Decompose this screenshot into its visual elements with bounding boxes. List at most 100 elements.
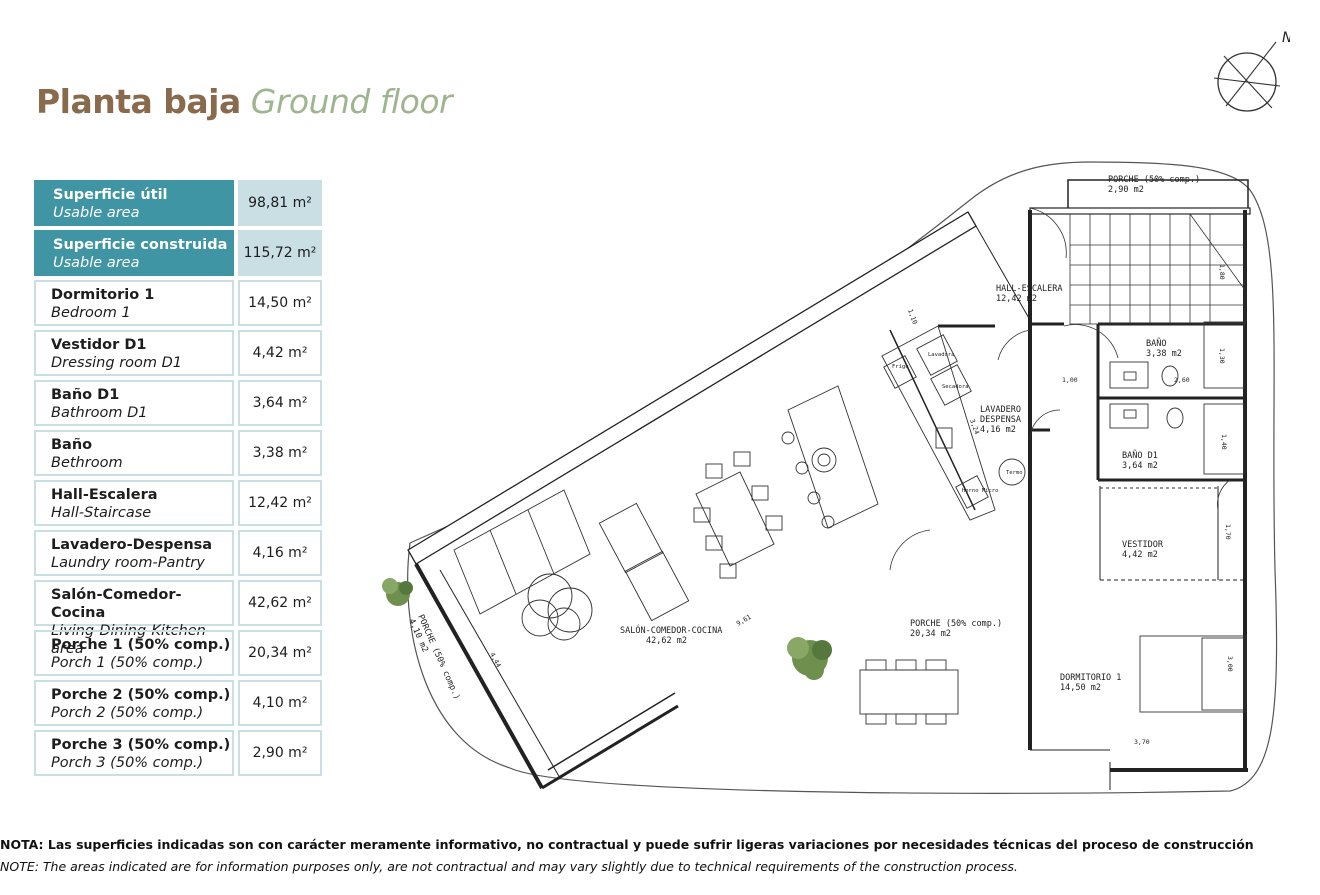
exterior-walls [407,211,1031,790]
area-label-es: Porche 2 (50% comp.) [51,687,231,703]
svg-text:Secadora: Secadora [942,384,969,390]
area-value: 4,16 m² [238,530,322,576]
svg-text:DESPENSA: DESPENSA [980,415,1021,425]
area-row: Porche 1 (50% comp.) Porch 1 (50% comp.) 2… [34,630,324,676]
area-label: Porche 1 (50% comp.) Porch 1 (50% comp.) [34,630,234,676]
area-value: 4,42 m² [238,330,322,376]
right-block-walls [938,179,1251,790]
compass-north-label: N [1282,30,1290,46]
note-spanish: NOTA: Las superficies indicadas son con … [0,837,1254,852]
svg-text:LAVADERO: LAVADERO [980,405,1021,415]
furniture [453,451,1247,725]
footer-notes: NOTA: Las superficies indicadas son con … [0,834,1320,878]
area-value: 20,34 m² [238,630,322,676]
area-value: 42,62 m² [238,580,322,626]
area-label-es: Dormitorio 1 [51,287,155,303]
svg-text:4,16 m2: 4,16 m2 [980,425,1016,435]
svg-text:3,00: 3,00 [1226,656,1234,672]
area-label-es: Superficie construida [53,237,228,253]
area-label-en: Porch 1 (50% comp.) [51,655,204,671]
doors [889,207,1231,571]
svg-text:PORCHE (50% comp.): PORCHE (50% comp.) [1108,175,1200,185]
area-row: Vestidor D1 Dressing room D1 4,42 m² [34,330,324,376]
area-label-es: Vestidor D1 [51,337,147,353]
bathroom-fixtures [1109,321,1245,475]
area-label: Baño D1 Bathroom D1 [34,380,234,426]
svg-text:4,44: 4,44 [488,651,502,669]
svg-text:1,00: 1,00 [1062,376,1078,384]
area-label-es: Baño D1 [51,387,120,403]
area-label-es: Baño [51,437,93,453]
plant-icon [382,578,832,680]
svg-text:DORMITORIO 1: DORMITORIO 1 [1060,673,1121,683]
svg-text:BAÑO: BAÑO [1146,338,1166,349]
area-label-es: Superficie útil [53,187,168,203]
area-row: Baño D1 Bathroom D1 3,64 m² [34,380,324,426]
title-english: Ground floor [250,82,453,121]
area-row: Porche 3 (50% comp.) Porch 3 (50% comp.) 2… [34,730,324,776]
area-label: Porche 2 (50% comp.)Porch 2 (50% comp.) [34,680,234,726]
title-spanish: Planta baja [36,82,241,121]
area-label-en: Bethroom [51,455,123,471]
area-label-es: Porche 1 (50% comp.) [51,637,231,653]
area-value: 2,90 m² [238,730,322,776]
svg-text:2,60: 2,60 [1174,376,1190,384]
svg-text:1,40: 1,40 [1220,434,1228,450]
svg-text:VESTIDOR: VESTIDOR [1122,540,1164,550]
area-label-en: Dressing room D1 [51,355,183,371]
svg-text:1,10: 1,10 [906,308,919,326]
area-label-en: Usable area [53,205,140,221]
area-value: 3,64 m² [238,380,322,426]
svg-text:1,30: 1,30 [1218,348,1226,364]
svg-text:BAÑO D1: BAÑO D1 [1122,450,1158,461]
area-value: 3,38 m² [238,430,322,476]
staircase [1069,213,1246,325]
svg-text:Frigo: Frigo [892,364,909,370]
svg-text:SALÓN-COMEDOR-COCINA: SALÓN-COMEDOR-COCINA [620,624,722,636]
area-label-en: Usable area [53,255,140,271]
area-row: Porche 2 (50% comp.)Porch 2 (50% comp.)4… [34,680,324,726]
area-value: 14,50 m² [238,280,322,326]
svg-text:9,61: 9,61 [735,613,753,628]
svg-text:1,70: 1,70 [1224,524,1232,540]
area-label-en: Hall-Staircase [51,505,152,521]
svg-text:20,34 m2: 20,34 m2 [910,629,951,639]
area-label-es: Salón-Comedor-Cocina [51,587,182,621]
appliance-labels: Frigo Lavadora Secadora Termo Horno Micr… [892,352,1023,494]
area-value: 4,10 m² [238,680,322,726]
area-value: 12,42 m² [238,480,322,526]
room-labels: PORCHE (50% comp.) 2,90 m2 HALL-ESCALERA… [406,175,1200,701]
svg-text:3,70: 3,70 [1134,738,1150,746]
floor-plan: PORCHE (50% comp.) 2,90 m2 HALL-ESCALERA… [382,161,1278,794]
svg-text:PORCHE (50% comp.): PORCHE (50% comp.) [415,613,462,701]
svg-text:Lavadora: Lavadora [928,352,955,358]
area-label-en: Laundry room-Pantry [51,555,205,571]
area-label-es: Hall-Escalera [51,487,158,503]
area-value: 98,81 m² [238,180,322,226]
area-label: Porche 3 (50% comp.) Porch 3 (50% comp.) [34,730,234,776]
svg-text:1,80: 1,80 [1218,264,1226,280]
area-label-en: Porch 3 (50% comp.) [51,755,204,771]
dimension-labels: 1,10 1,80 1,30 1,00 2,60 3,24 1,40 1,70 … [488,264,1234,746]
area-label: Vestidor D1 Dressing room D1 [34,330,234,376]
svg-text:42,62 m2: 42,62 m2 [646,636,687,646]
svg-text:Termo: Termo [1006,470,1023,476]
kitchen-fixtures [781,325,1026,529]
area-label-es: Porche 3 (50% comp.) [51,737,231,753]
area-label-en: Bathroom D1 [51,405,148,421]
